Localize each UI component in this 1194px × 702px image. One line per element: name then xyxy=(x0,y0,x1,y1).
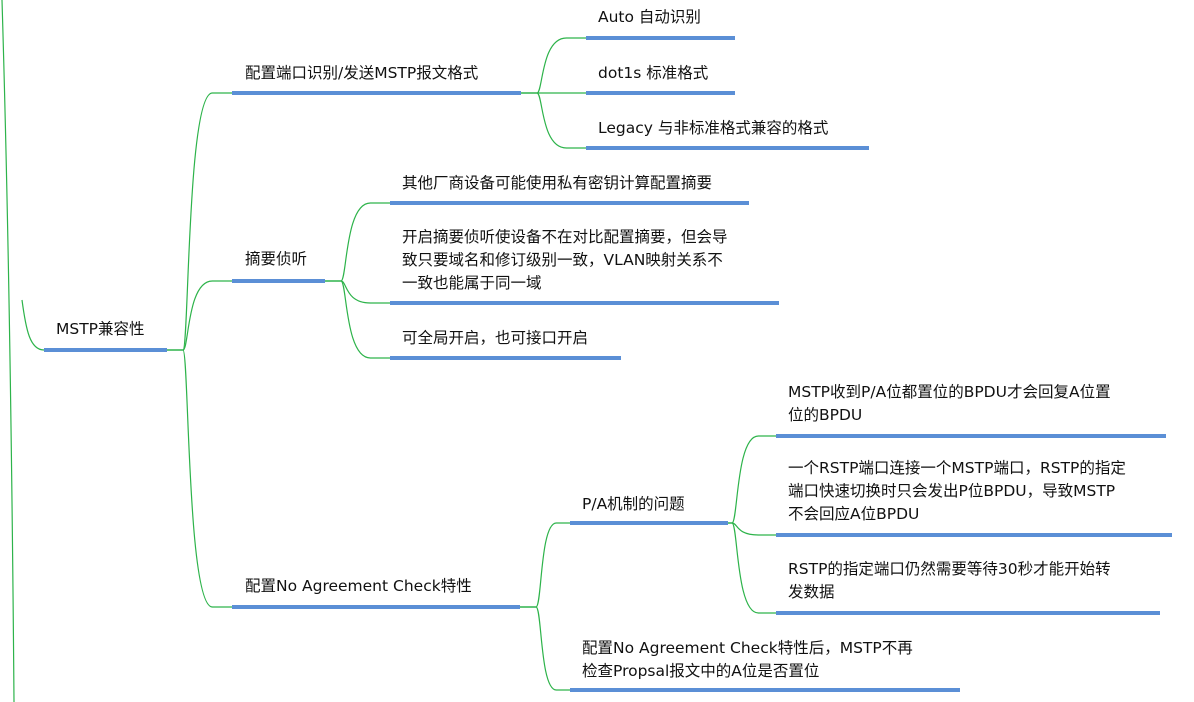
branch-connector xyxy=(182,280,232,351)
branch-connector xyxy=(182,92,232,351)
branch-connector xyxy=(182,349,232,608)
node-text-line: RSTP的指定端口仍然需要等待30秒才能开始转 xyxy=(788,560,1111,578)
node-text-line: 一致也能属于同一域 xyxy=(402,274,542,292)
node-text-line: 端口快速切换时只会发出P位BPDU，导致MSTP xyxy=(788,482,1116,500)
node-text-line: 检查Propsal报文中的A位是否置位 xyxy=(582,662,820,680)
child-node[interactable]: 其他厂商设备可能使用私有密钥计算配置摘要 xyxy=(402,172,712,195)
grandchild-connector xyxy=(731,435,776,524)
node-text-line: 摘要侦听 xyxy=(245,250,308,268)
parent-connector xyxy=(1,0,15,702)
child-node[interactable]: 可全局开启，也可接口开启 xyxy=(402,327,588,350)
node-text-line: dot1s 标准格式 xyxy=(598,64,709,82)
child-node[interactable]: 配置No Agreement Check特性后，MSTP不再检查Propsal报… xyxy=(582,637,913,683)
child-connector xyxy=(535,522,570,608)
root-node[interactable]: MSTP兼容性 xyxy=(56,318,145,341)
node-text-line: MSTP收到P/A位都置位的BPDU才会回复A位置 xyxy=(788,383,1111,401)
node-text-line: 配置端口识别/发送MSTP报文格式 xyxy=(245,64,479,82)
grandchild-connector xyxy=(731,522,776,614)
branch-node[interactable]: 配置端口识别/发送MSTP报文格式 xyxy=(245,62,478,85)
child-node[interactable]: Legacy 与非标准格式兼容的格式 xyxy=(598,117,828,140)
node-text-line: 发数据 xyxy=(788,583,835,601)
node-text-line: 配置No Agreement Check特性 xyxy=(245,577,472,595)
child-connector xyxy=(536,92,586,149)
node-text-line: 不会回应A位BPDU xyxy=(788,505,920,523)
child-connector xyxy=(340,280,390,304)
grandchild-connector xyxy=(731,522,776,536)
node-text-line: 致只要域名和修订级别一致，VLAN映射关系不 xyxy=(402,251,723,269)
node-text-line: 配置No Agreement Check特性后，MSTP不再 xyxy=(582,639,913,657)
grandchild-node[interactable]: MSTP收到P/A位都置位的BPDU才会回复A位置位的BPDU xyxy=(788,381,1111,427)
node-text-line: Legacy 与非标准格式兼容的格式 xyxy=(598,119,829,137)
node-text-line: 位的BPDU xyxy=(788,406,863,424)
node-text-line: MSTP兼容性 xyxy=(56,320,145,338)
child-connector xyxy=(536,37,586,94)
node-text-line: 一个RSTP端口连接一个MSTP端口，RSTP的指定 xyxy=(788,459,1126,477)
grandchild-node[interactable]: RSTP的指定端口仍然需要等待30秒才能开始转发数据 xyxy=(788,558,1111,604)
node-text-line: P/A机制的问题 xyxy=(582,495,685,513)
child-node[interactable]: 开启摘要侦听使设备不在对比配置摘要，但会导致只要域名和修订级别一致，VLAN映射… xyxy=(402,226,728,295)
child-connector xyxy=(535,606,570,691)
node-text-line: 可全局开启，也可接口开启 xyxy=(402,329,589,347)
branch-node[interactable]: 配置No Agreement Check特性 xyxy=(245,575,472,598)
grandchild-node[interactable]: 一个RSTP端口连接一个MSTP端口，RSTP的指定端口快速切换时只会发出P位B… xyxy=(788,457,1126,526)
node-text-line: Auto 自动识别 xyxy=(598,8,701,26)
branch-node[interactable]: 摘要侦听 xyxy=(245,248,307,271)
child-node[interactable]: Auto 自动识别 xyxy=(598,6,701,29)
child-connector xyxy=(340,280,390,359)
child-node[interactable]: dot1s 标准格式 xyxy=(598,62,708,85)
node-text-line: 其他厂商设备可能使用私有密钥计算配置摘要 xyxy=(402,174,713,192)
root-connector xyxy=(21,299,45,351)
node-text-line: 开启摘要侦听使设备不在对比配置摘要，但会导 xyxy=(402,228,728,246)
child-connector xyxy=(340,202,390,282)
child-node[interactable]: P/A机制的问题 xyxy=(582,493,685,516)
